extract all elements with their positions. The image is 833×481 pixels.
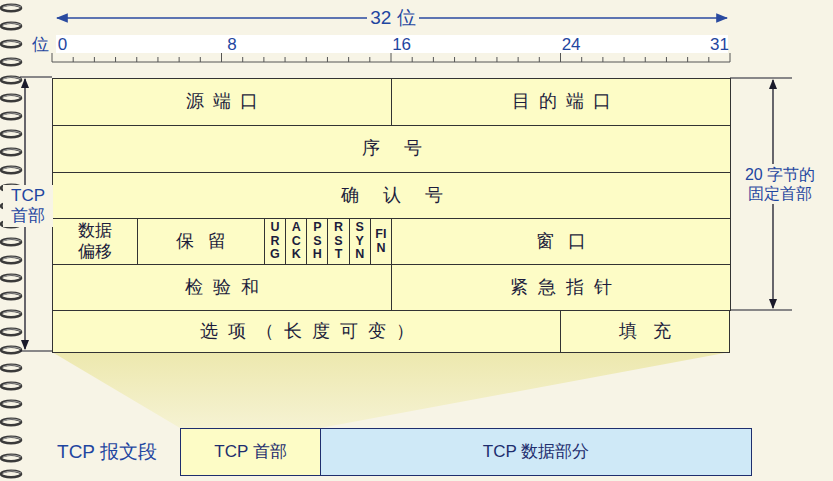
field-name: 填充: [603, 321, 687, 343]
header-field: 数据 偏移: [52, 218, 138, 265]
bit-number: 8: [227, 35, 236, 55]
flag-name: ACK: [290, 221, 303, 262]
field-name: 保留: [162, 231, 240, 253]
ruler-ticks: [52, 53, 730, 62]
segment-part: TCP 数据部分: [320, 428, 752, 476]
flag-bit: SYN: [349, 218, 371, 265]
span-label: 20 字节的 固定首部: [733, 164, 827, 204]
bit-number: 0: [58, 35, 67, 55]
bit-number: 24: [562, 35, 581, 55]
bit-number: 31: [710, 35, 729, 55]
header-field: 保留: [137, 218, 265, 265]
flag-name: PSH: [311, 221, 324, 262]
width-label: 32 位: [367, 6, 418, 31]
flag-name: SYN: [353, 221, 366, 262]
flag-bit: FIN: [370, 218, 392, 265]
flag-name: RST: [332, 221, 345, 262]
field-name: 确认号: [317, 185, 467, 207]
header-field: 窗口: [391, 218, 731, 265]
field-name: TCP 首部: [214, 442, 286, 462]
spiral-binding: [1, 5, 21, 477]
field-name: 选项（长度可变）: [190, 321, 424, 343]
ruler-unit: 位: [32, 35, 49, 55]
header-field: 检验和: [52, 264, 392, 311]
field-name: 目的端口: [503, 91, 620, 113]
header-field: 序号: [52, 125, 731, 173]
field-name: 检验和: [175, 277, 269, 299]
ruler-band: [56, 35, 728, 53]
field-name: 序号: [338, 138, 446, 160]
flag-name: URG: [269, 221, 282, 262]
field-name: TCP 数据部分: [483, 442, 589, 462]
span-label: TCP 首部: [3, 185, 53, 228]
header-field: 源端口: [52, 78, 392, 126]
header-field: 填充: [560, 310, 730, 353]
flag-name: FIN: [375, 228, 388, 256]
field-name: 窗口: [522, 231, 600, 253]
header-field: 紧急指针: [391, 264, 731, 311]
segment-part: TCP 首部: [180, 428, 321, 476]
field-name: 数据 偏移: [75, 221, 115, 262]
flag-bit: PSH: [306, 218, 328, 265]
flag-bit: RST: [327, 218, 349, 265]
field-name: 紧急指针: [500, 277, 622, 299]
header-field: 确认号: [52, 172, 731, 219]
flag-bit: ACK: [285, 218, 307, 265]
header-field: 目的端口: [391, 78, 731, 126]
header-field: 选项（长度可变）: [52, 310, 561, 353]
zoom-wedge: [52, 352, 730, 428]
flag-bit: URG: [264, 218, 286, 265]
segment-label: TCP 报文段: [57, 441, 157, 464]
bit-number: 16: [392, 35, 411, 55]
field-name: 源端口: [177, 91, 267, 113]
